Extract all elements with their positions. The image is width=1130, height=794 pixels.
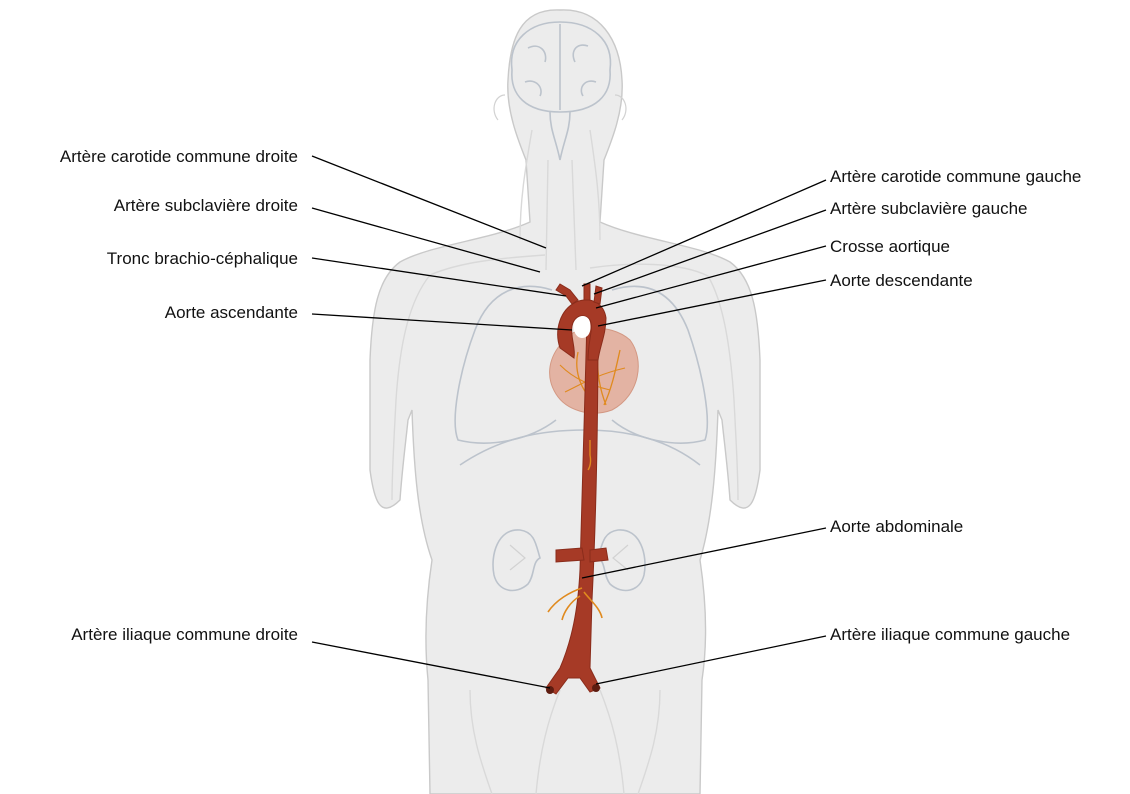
leader-carotide-droite: [312, 156, 546, 248]
label-subclaviere-gauche: Artère subclavière gauche: [830, 199, 1028, 218]
left-carotid-stub: [584, 284, 590, 300]
label-tronc-brachio: Tronc brachio-céphalique: [107, 249, 298, 268]
label-iliaque-droite: Artère iliaque commune droite: [71, 625, 298, 644]
label-carotide-gauche: Artère carotide commune gauche: [830, 167, 1081, 186]
label-iliaque-gauche: Artère iliaque commune gauche: [830, 625, 1070, 644]
left-subclavian-stub: [594, 286, 602, 304]
iliac-end-left: [592, 684, 600, 692]
label-subclaviere-droite: Artère subclavière droite: [114, 196, 298, 215]
label-crosse-aortique: Crosse aortique: [830, 237, 950, 256]
label-aorte-descendante: Aorte descendante: [830, 271, 973, 290]
label-aorte-ascendante: Aorte ascendante: [165, 303, 298, 322]
label-carotide-droite: Artère carotide commune droite: [60, 147, 298, 166]
renal-arteries: [556, 548, 608, 562]
label-aorte-abdominale: Aorte abdominale: [830, 517, 963, 536]
